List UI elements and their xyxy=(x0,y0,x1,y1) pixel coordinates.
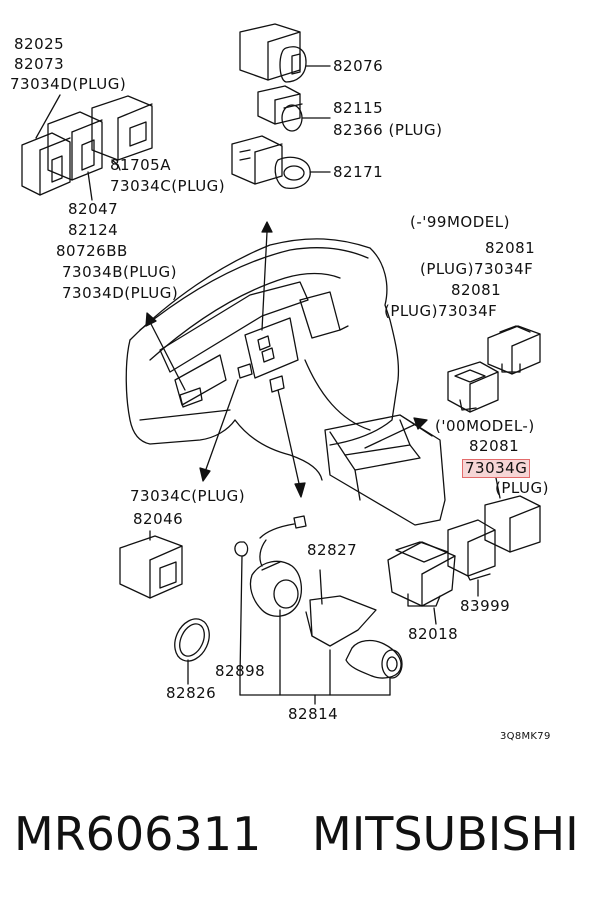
center-console xyxy=(324,414,446,526)
label-82081-b: 82081 xyxy=(451,281,502,299)
label-plug-73034f-b: (PLUG)73034F xyxy=(384,302,498,320)
ring-82826 xyxy=(174,618,210,685)
lighter-bezel xyxy=(305,595,377,647)
label-plug-00: (PLUG) xyxy=(495,479,549,497)
footer-brand: MITSUBISHI xyxy=(312,807,579,861)
label-82827: 82827 xyxy=(307,541,358,559)
cigar-lighter-socket xyxy=(234,515,307,677)
footer-part-number: MR606311 xyxy=(14,807,262,861)
label-82171: 82171 xyxy=(333,163,384,181)
switch-82076 xyxy=(239,23,331,83)
label-82047: 82047 xyxy=(68,200,119,218)
label-82076: 82076 xyxy=(333,57,384,75)
switch-82046 xyxy=(119,530,183,599)
label-plug-73034f-a: (PLUG)73034F xyxy=(420,260,534,278)
label-82073: 82073 xyxy=(14,55,65,73)
lighter-plug xyxy=(345,639,403,679)
label-82046: 82046 xyxy=(133,510,184,528)
dashboard-assembly xyxy=(125,238,400,481)
label-82081-a: 82081 xyxy=(485,239,536,257)
switch-82025-group xyxy=(21,94,153,201)
label-82081-c: 82081 xyxy=(469,437,520,455)
label-73034b-plug: 73034B(PLUG) xyxy=(62,263,177,281)
label-82826: 82826 xyxy=(166,684,217,702)
leader-arrows xyxy=(145,221,428,498)
label-80726bb: 80726BB xyxy=(56,242,128,260)
label-73034d-plug-top: 73034D(PLUG) xyxy=(10,75,127,93)
label-73034c-plug: 73034C(PLUG) xyxy=(130,487,246,505)
bracket-82814 xyxy=(239,569,391,705)
label-82115: 82115 xyxy=(333,99,384,117)
label-82814: 82814 xyxy=(288,705,339,723)
switch-82081-99-lower xyxy=(447,361,499,413)
label-drawing-code: 3Q8MK79 xyxy=(500,731,551,742)
label-00-model: ('00MODEL-) xyxy=(435,417,535,435)
label-82018: 82018 xyxy=(408,625,459,643)
label-82025: 82025 xyxy=(14,35,65,53)
label-82898: 82898 xyxy=(215,662,266,680)
switch-82081-00 xyxy=(447,477,541,597)
switch-82081-99-upper xyxy=(487,325,541,375)
label-82124: 82124 xyxy=(68,221,119,239)
label-82366-plug: 82366 (PLUG) xyxy=(333,121,443,139)
label-73034g-highlighted: 73034G xyxy=(462,459,531,478)
label-83999: 83999 xyxy=(460,597,511,615)
label-99-model: (-'99MODEL) xyxy=(410,213,510,231)
switch-82171 xyxy=(231,135,331,189)
label-81705a: 81705A xyxy=(110,156,171,174)
label-73034d-plug: 73034D(PLUG) xyxy=(62,284,179,302)
switch-82018 xyxy=(387,541,456,625)
label-73034c-plug-top: 73034C(PLUG) xyxy=(110,177,226,195)
switch-82115 xyxy=(257,85,331,132)
